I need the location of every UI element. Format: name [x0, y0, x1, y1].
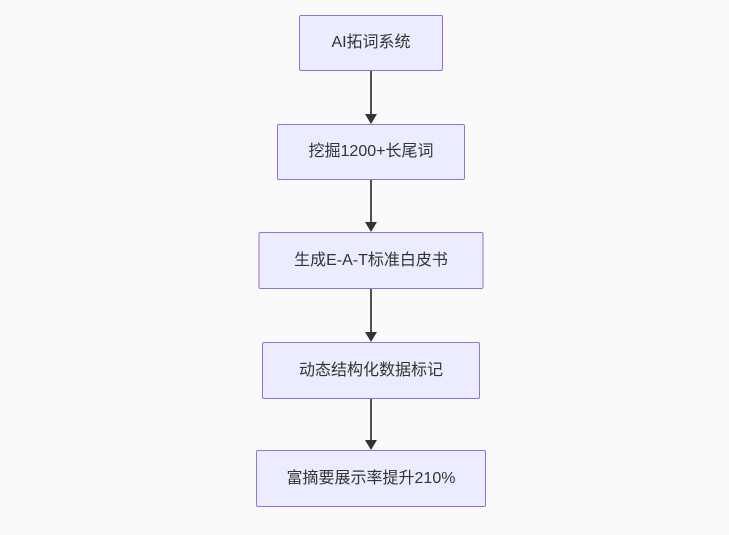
- arrowhead-down-icon: [365, 114, 377, 124]
- flow-node-label: 富摘要展示率提升210%: [286, 469, 456, 487]
- flow-edge-4: [364, 399, 378, 450]
- flow-node-label: 挖掘1200+长尾词: [308, 143, 434, 160]
- arrowhead-down-icon: [365, 222, 377, 232]
- edge-line: [370, 399, 372, 440]
- flow-node-label: AI拓词系统: [331, 34, 411, 51]
- edge-line: [370, 289, 372, 332]
- arrowhead-down-icon: [365, 332, 377, 342]
- flow-node-label: 动态结构化数据标记: [298, 361, 443, 379]
- flow-node-longtail-keywords: 挖掘1200+长尾词: [277, 124, 465, 180]
- flow-edge-2: [364, 180, 378, 232]
- flow-node-rich-snippet-rate: 富摘要展示率提升210%: [256, 450, 486, 507]
- edge-line: [370, 71, 372, 114]
- flow-node-structured-data-markup: 动态结构化数据标记: [262, 342, 480, 399]
- flow-edge-3: [364, 289, 378, 342]
- flow-node-ai-keyword-system: AI拓词系统: [299, 15, 443, 71]
- arrowhead-down-icon: [365, 440, 377, 450]
- flow-node-eat-whitepaper: 生成E-A-T标准白皮书: [258, 232, 484, 289]
- edge-line: [370, 180, 372, 222]
- flow-node-label: 生成E-A-T标准白皮书: [294, 251, 448, 269]
- flow-edge-1: [364, 71, 378, 124]
